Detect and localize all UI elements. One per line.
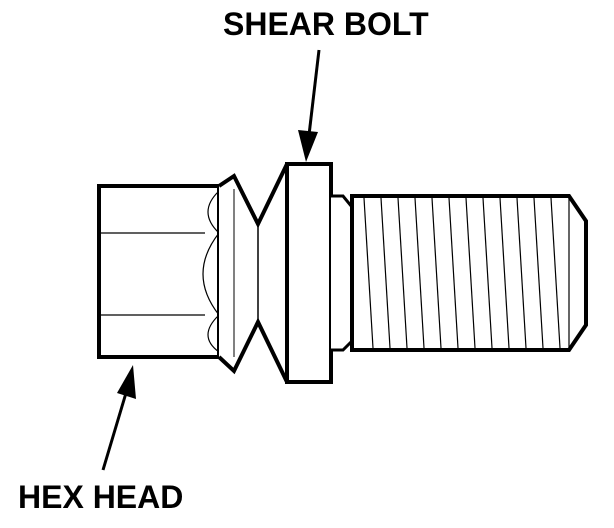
thread-line	[516, 197, 527, 349]
thread-line	[482, 197, 493, 349]
bolt-collar	[285, 162, 333, 384]
shear-bolt-arrow	[298, 49, 321, 162]
thread-line	[465, 197, 476, 349]
thread-line	[397, 197, 408, 349]
hex-head-shape	[97, 184, 221, 359]
threaded-shank	[331, 194, 588, 352]
hex-head-label: HEX HEAD	[18, 479, 183, 515]
shear-bolt-label: SHEAR BOLT	[223, 6, 429, 42]
thread-line	[431, 197, 442, 349]
bolt-drawing	[97, 162, 588, 384]
thread-line	[414, 197, 425, 349]
thread-line	[499, 197, 510, 349]
breakaway-notch	[217, 163, 289, 383]
thread-line	[533, 197, 544, 349]
hex-head-arrow	[101, 365, 136, 471]
thread-line	[363, 197, 374, 349]
thread-line	[550, 197, 561, 349]
thread-line	[448, 197, 459, 349]
thread-line	[380, 197, 391, 349]
